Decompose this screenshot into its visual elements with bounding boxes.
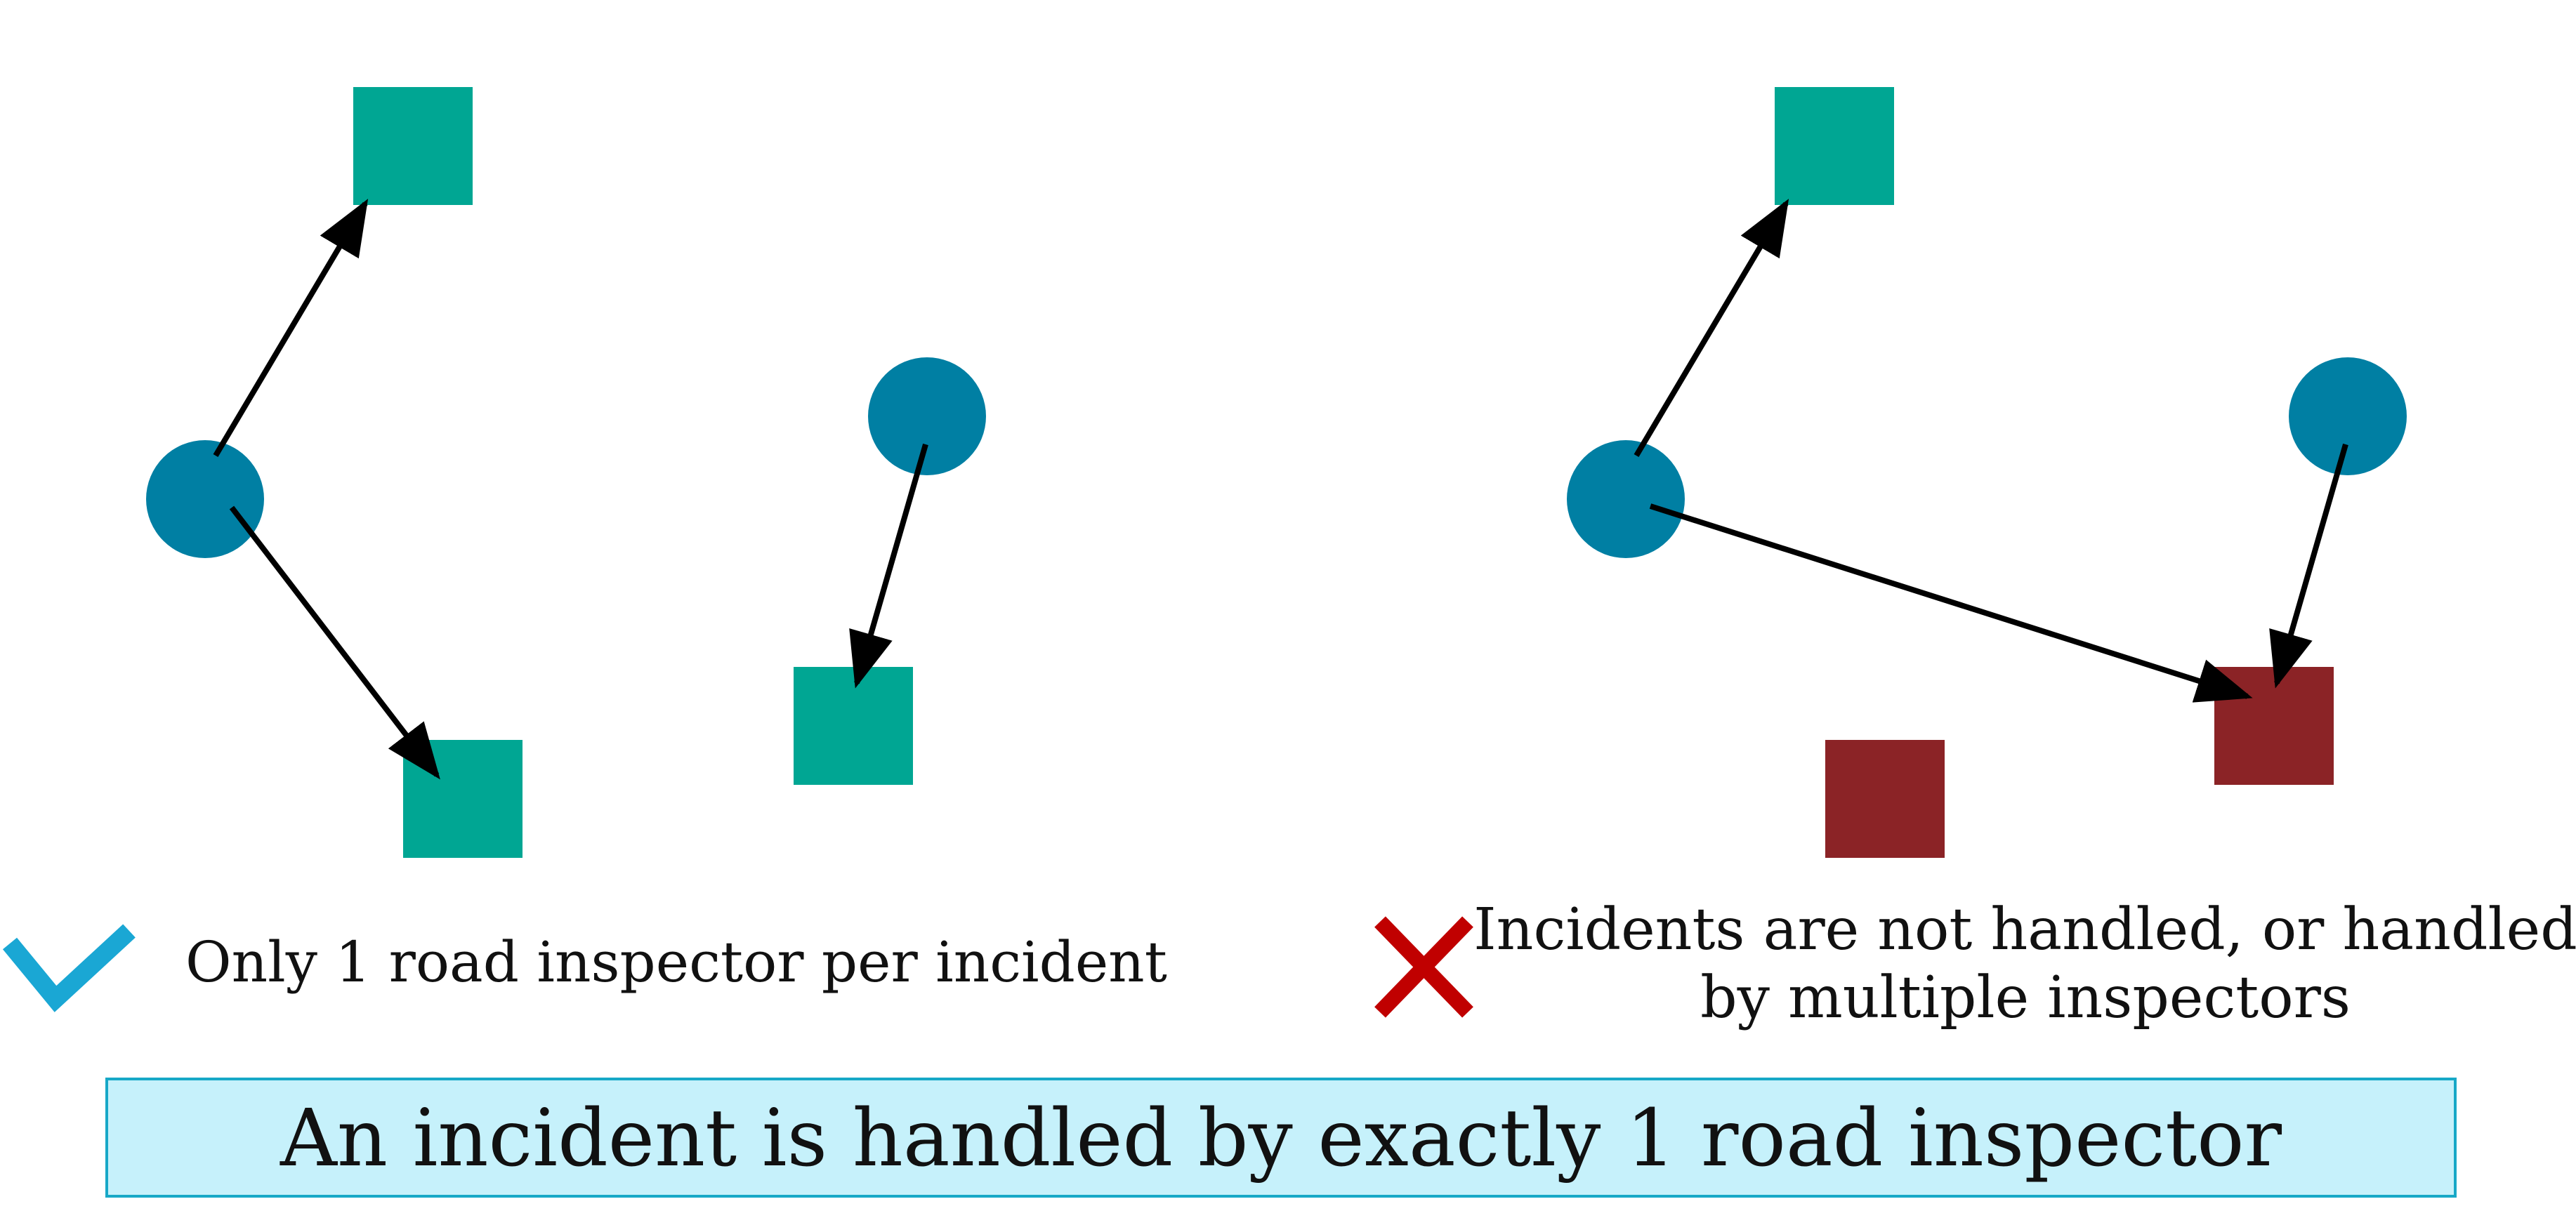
assignment-arrow — [213, 199, 369, 458]
inspector-circle — [868, 357, 986, 475]
rule-banner: An incident is handled by exactly 1 road… — [105, 1078, 2457, 1198]
valid-example — [146, 87, 986, 858]
assignment-arrow — [2269, 443, 2348, 689]
inspector-circle — [146, 440, 264, 558]
check-icon — [2, 924, 136, 1012]
inspector-circle — [2289, 357, 2407, 475]
incident-square-ok — [1775, 87, 1894, 205]
incident-square-unhandled — [1825, 740, 1945, 858]
invalid-caption-group: Incidents are not handled, or handled by… — [1374, 896, 2576, 1031]
invalid-example — [1567, 87, 2407, 858]
rule-banner-text: An incident is handled by exactly 1 road… — [280, 1093, 2282, 1184]
invalid-caption-line-2: by multiple inspectors — [1700, 965, 2351, 1031]
inspector-circle — [1567, 440, 1685, 558]
assignment-arrow — [1634, 199, 1789, 458]
valid-caption-group: Only 1 road inspector per incident — [2, 924, 1167, 1012]
cross-icon — [1374, 916, 1473, 1018]
invalid-caption-line-1: Incidents are not handled, or handled — [1473, 896, 2576, 963]
assignment-arrow — [229, 505, 440, 780]
rule-banner-box — [105, 1078, 2457, 1198]
assignment-arrow — [849, 443, 928, 689]
incident-square-ok — [794, 667, 913, 785]
incident-square-multi-handled — [2214, 667, 2334, 785]
valid-caption: Only 1 road inspector per incident — [185, 929, 1167, 995]
assignment-arrow — [1649, 503, 2253, 703]
incident-square-ok — [353, 87, 473, 205]
